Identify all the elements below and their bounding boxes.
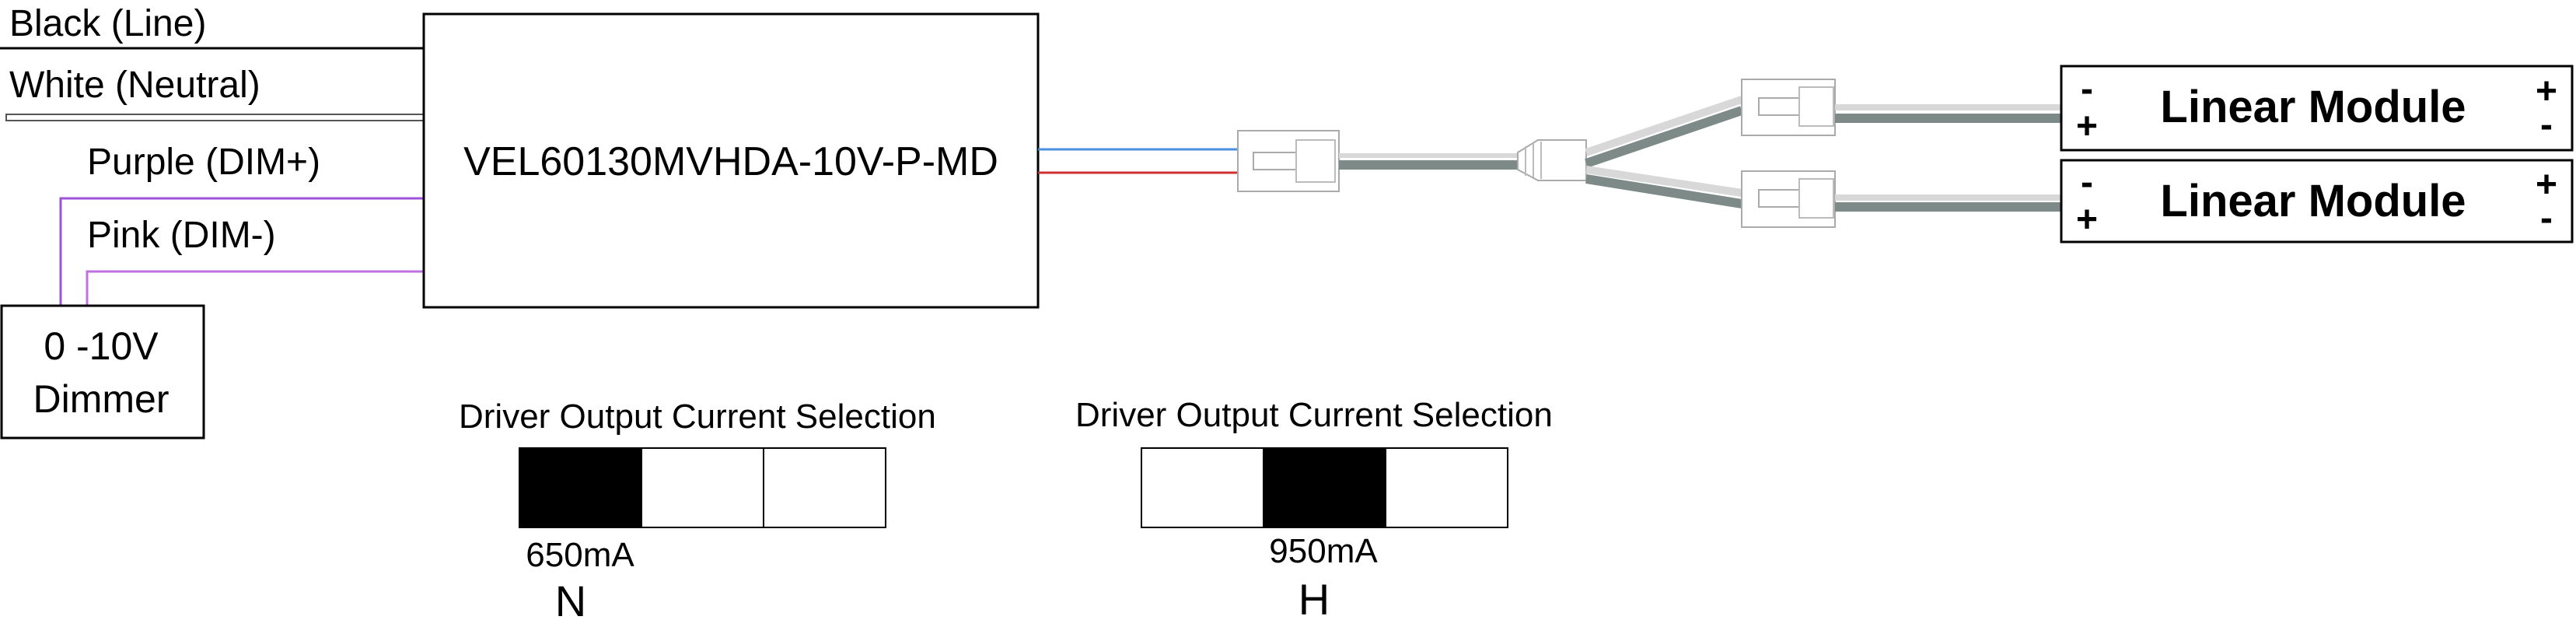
linear-module-2: - + Linear Module + - (2060, 159, 2574, 243)
module-cable-top (1835, 104, 2060, 123)
selector-1-current: 650mA (526, 536, 634, 574)
pink-dim-minus-wire (86, 270, 424, 305)
selector-2-switch-1 (1141, 447, 1264, 528)
branch-cable-top (1585, 96, 1743, 168)
dimmer-label-line1: 0 -10V (44, 324, 159, 368)
module-connector-bottom (1741, 170, 1836, 228)
branch-cable-bottom (1585, 166, 1742, 208)
trunk-cable (1339, 153, 1520, 170)
driver-output-connector (1237, 130, 1340, 192)
pink-wire-label: Pink (DIM-) (87, 215, 276, 256)
module-2-right-bottom-sign: - (2540, 198, 2553, 239)
selector-2-switch-3 (1385, 447, 1508, 528)
module-1-right-bottom-sign: - (2540, 104, 2553, 145)
module-connector-top (1741, 79, 1836, 136)
dimmer-label-line2: Dimmer (33, 377, 170, 421)
selector-1-switch-2 (641, 447, 764, 528)
module-1-right-top-sign: + (2536, 71, 2557, 112)
y-splitter (1517, 139, 1587, 181)
current-selector-1: Driver Output Current Selection 650mA N (459, 398, 936, 625)
selector-2-title: Driver Output Current Selection (1075, 396, 1553, 434)
module-1-left-bottom-sign: + (2076, 106, 2098, 147)
selector-1-code: N (555, 576, 586, 625)
module-2-label: Linear Module (2160, 176, 2466, 226)
current-selector-2: Driver Output Current Selection 950mA H (1075, 396, 1553, 624)
module-2-left-top-sign: - (2081, 162, 2093, 203)
purple-dim-plus-wire (59, 197, 424, 305)
white-neutral-wire (5, 114, 425, 121)
selector-1-title: Driver Output Current Selection (459, 398, 936, 436)
black-wire-label: Black (Line) (9, 3, 206, 44)
purple-wire-label: Purple (DIM+) (87, 142, 320, 183)
dimmer-box: 0 -10V Dimmer (0, 304, 205, 440)
linear-module-1: - + Linear Module + - (2060, 65, 2574, 152)
module-1-label: Linear Module (2160, 82, 2466, 132)
module-cable-bottom (1835, 194, 2060, 212)
selector-1-switch-1 (519, 447, 642, 528)
module-1-left-top-sign: - (2081, 68, 2093, 110)
module-2-right-top-sign: + (2536, 164, 2557, 205)
selector-2-code: H (1298, 575, 1330, 624)
white-wire-label: White (Neutral) (9, 65, 260, 106)
driver-model-label: VEL60130MVHDA-10V-P-MD (463, 139, 998, 184)
selector-1-switch-3 (763, 447, 886, 528)
module-2-left-bottom-sign: + (2076, 199, 2098, 240)
driver-box: VEL60130MVHDA-10V-P-MD (422, 12, 1040, 309)
selector-2-switch-2 (1263, 447, 1386, 528)
selector-2-current: 950mA (1269, 532, 1378, 570)
